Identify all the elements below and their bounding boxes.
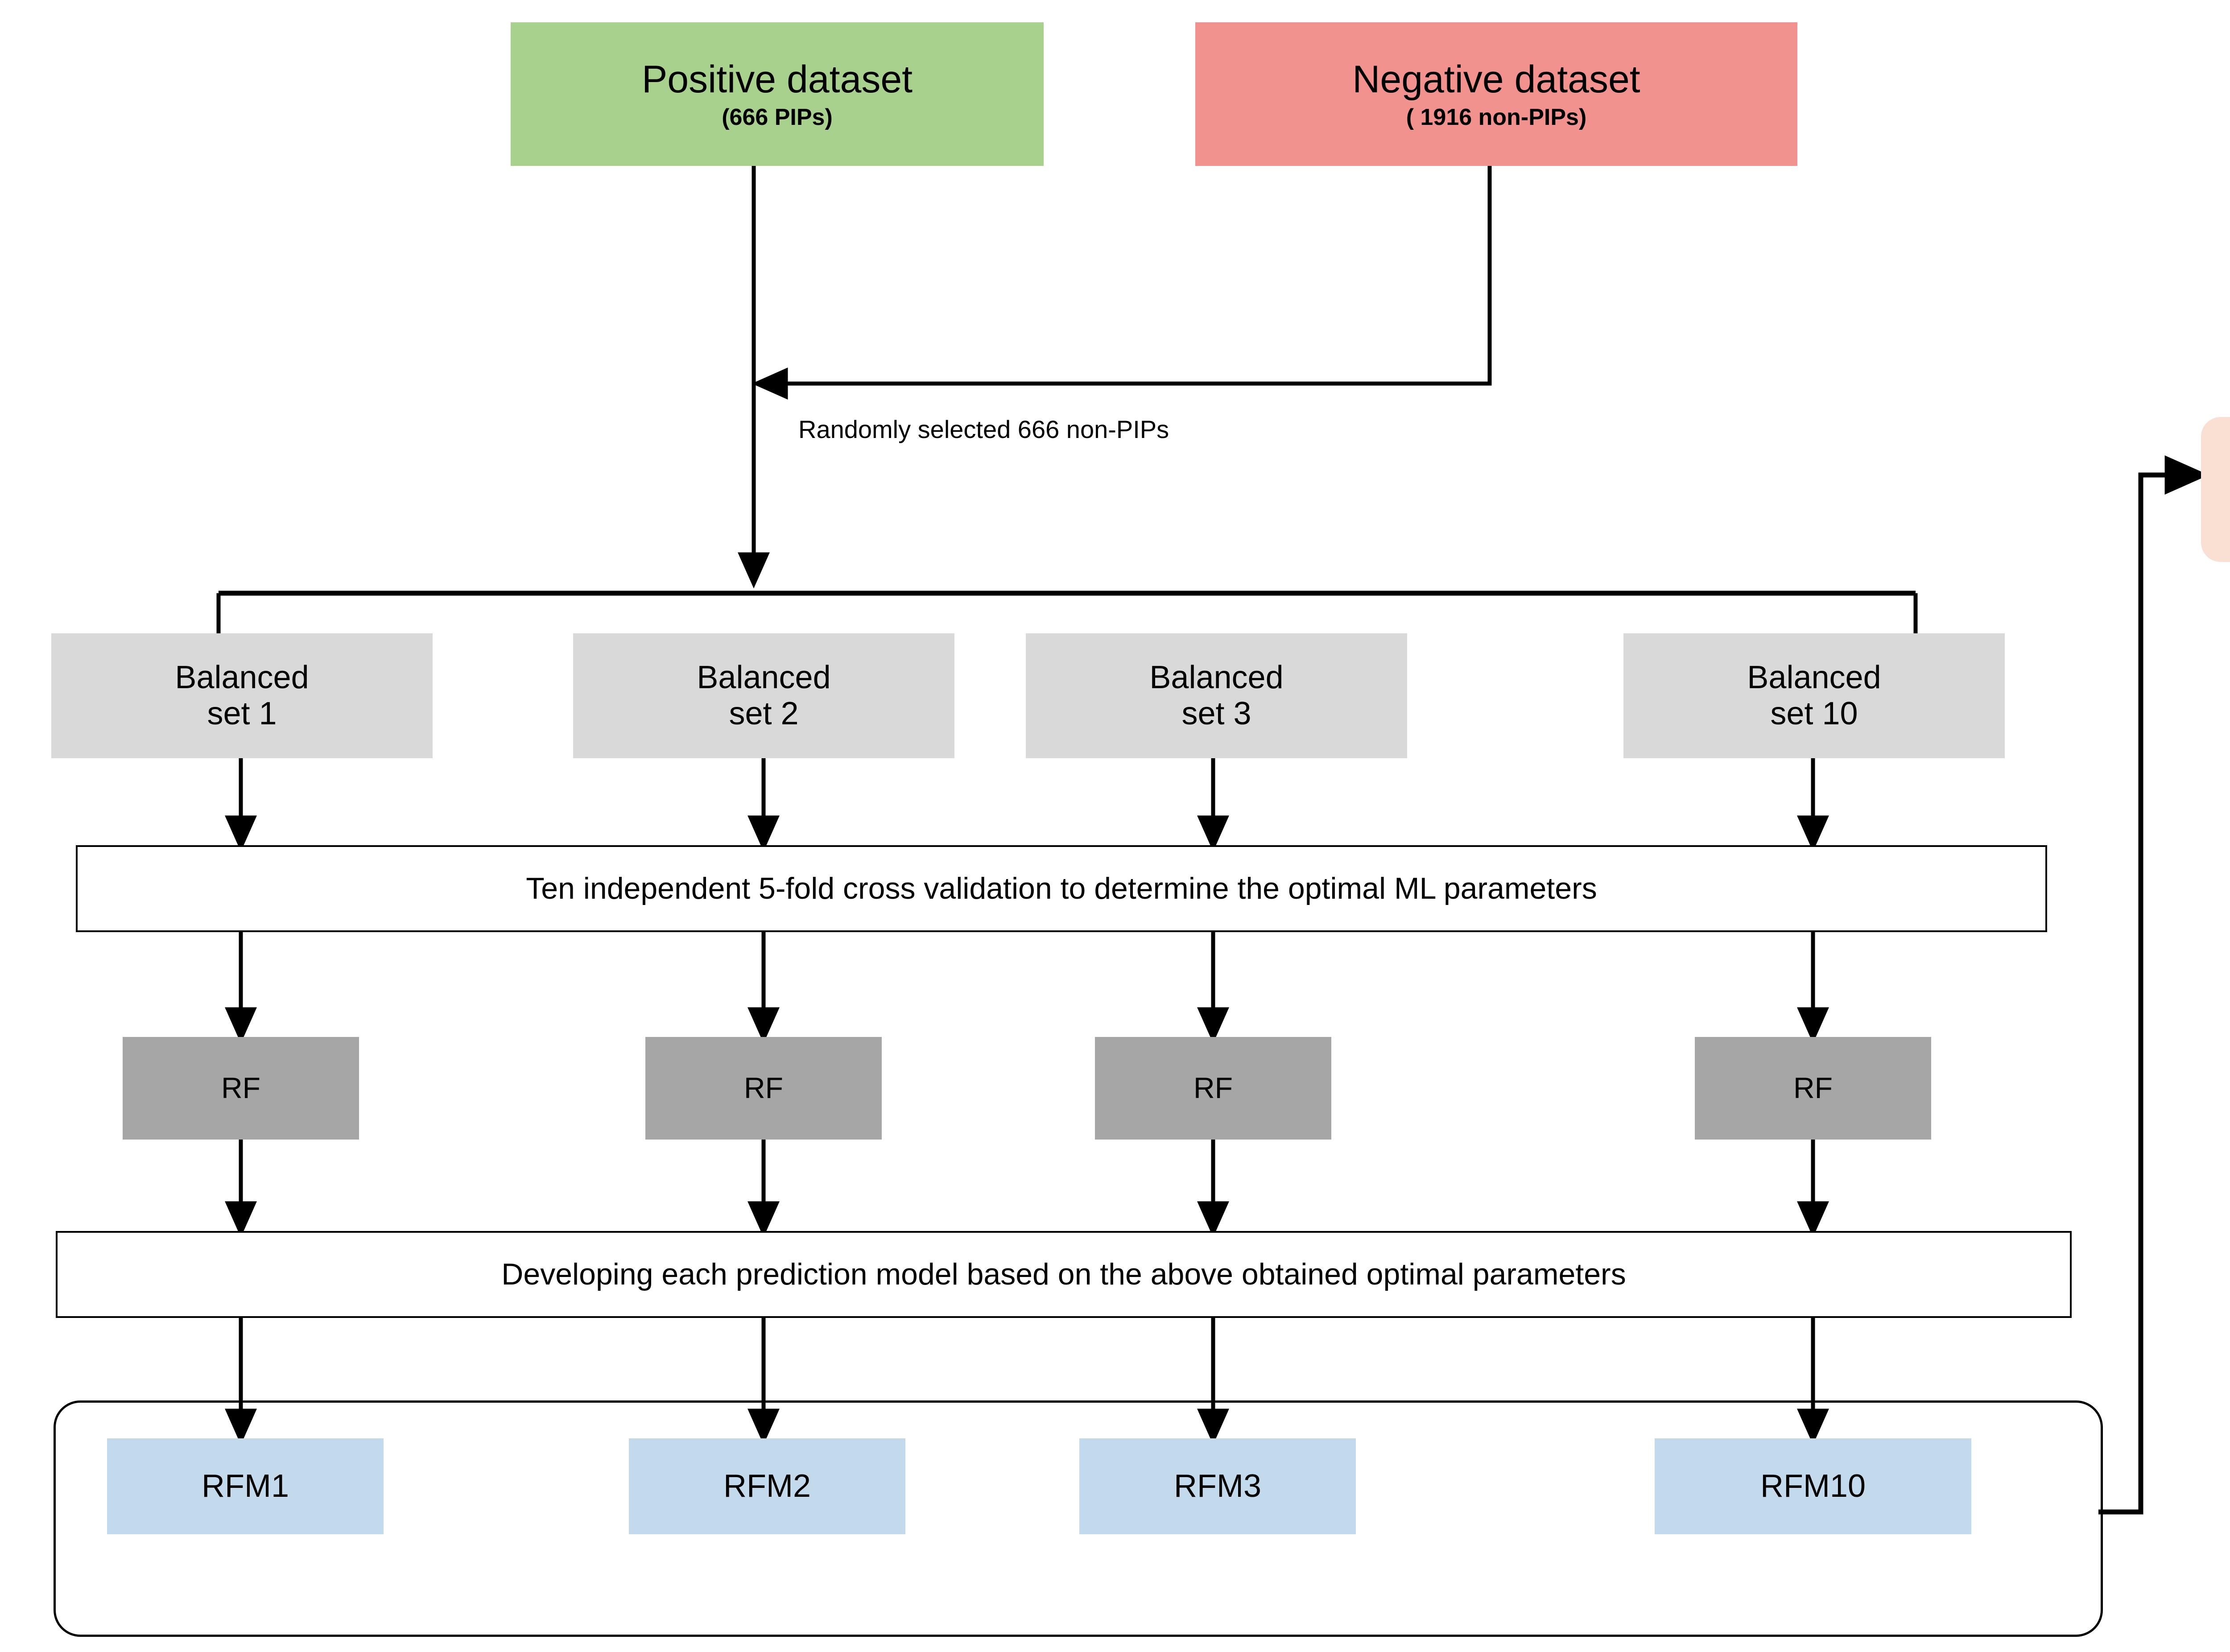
balanced-set-3-line2: set 3 [1181, 696, 1251, 731]
rf-box-3[interactable]: RF [1095, 1037, 1331, 1140]
rfm-box-3[interactable]: RFM3 [1079, 1438, 1356, 1534]
arrow-negative-to-trunk [752, 166, 1492, 400]
positive-dataset-count: (666 PIPs) [722, 104, 833, 131]
negative-dataset-node[interactable]: Negative dataset ( 1916 non-PIPs) [1195, 22, 1797, 166]
balanced-set-3-line1: Balanced [1149, 660, 1284, 696]
positive-dataset-node[interactable]: Positive dataset (666 PIPs) [511, 22, 1044, 166]
cross-validation-banner[interactable]: Ten independent 5-fold cross validation … [76, 845, 2047, 932]
balanced-set-10-line2: set 10 [1770, 696, 1858, 731]
arrow-rfm-container-to-rfms-aac [2098, 455, 2209, 1515]
rf-box-1[interactable]: RF [123, 1037, 359, 1140]
balanced-set-2[interactable]: Balanced set 2 [573, 633, 954, 758]
negative-dataset-title: Negative dataset [1352, 58, 1640, 101]
negative-dataset-count: ( 1916 non-PIPs) [1406, 104, 1587, 131]
rf-box-3-label: RF [1193, 1071, 1233, 1105]
balanced-set-2-line2: set 2 [729, 696, 799, 731]
rfm-group-container [54, 1400, 2103, 1637]
rfm-box-10[interactable]: RFM10 [1655, 1438, 1971, 1534]
rfm-box-3-label: RFM3 [1174, 1468, 1261, 1504]
sampling-caption: Randomly selected 666 non-PIPs [798, 415, 1169, 443]
rfm-box-2[interactable]: RFM2 [629, 1438, 905, 1534]
balanced-set-10-line1: Balanced [1747, 660, 1881, 696]
develop-model-banner[interactable]: Developing each prediction model based o… [56, 1231, 2072, 1318]
balanced-set-2-line1: Balanced [697, 660, 831, 696]
rfm-box-2-label: RFM2 [723, 1468, 811, 1504]
rfms-aac-node[interactable]: RFMs (AAC) [2201, 417, 2230, 562]
positive-dataset-title: Positive dataset [641, 58, 913, 101]
balanced-set-1[interactable]: Balanced set 1 [51, 633, 433, 758]
balanced-set-3[interactable]: Balanced set 3 [1026, 633, 1407, 758]
rf-box-2-label: RF [744, 1071, 783, 1105]
rfm-box-1-label: RFM1 [202, 1468, 289, 1504]
rfm-box-10-label: RFM10 [1760, 1468, 1866, 1504]
balanced-set-1-line2: set 1 [207, 696, 277, 731]
rf-box-1-label: RF [221, 1071, 260, 1105]
rf-box-2[interactable]: RF [645, 1037, 882, 1140]
cross-validation-banner-text: Ten independent 5-fold cross validation … [526, 871, 1597, 906]
rf-box-4-label: RF [1793, 1071, 1833, 1105]
balanced-set-10[interactable]: Balanced set 10 [1623, 633, 2005, 758]
rf-box-4[interactable]: RF [1695, 1037, 1931, 1140]
balanced-set-1-line1: Balanced [175, 660, 309, 696]
rfm-box-1[interactable]: RFM1 [107, 1438, 384, 1534]
develop-model-banner-text: Developing each prediction model based o… [501, 1257, 1626, 1292]
